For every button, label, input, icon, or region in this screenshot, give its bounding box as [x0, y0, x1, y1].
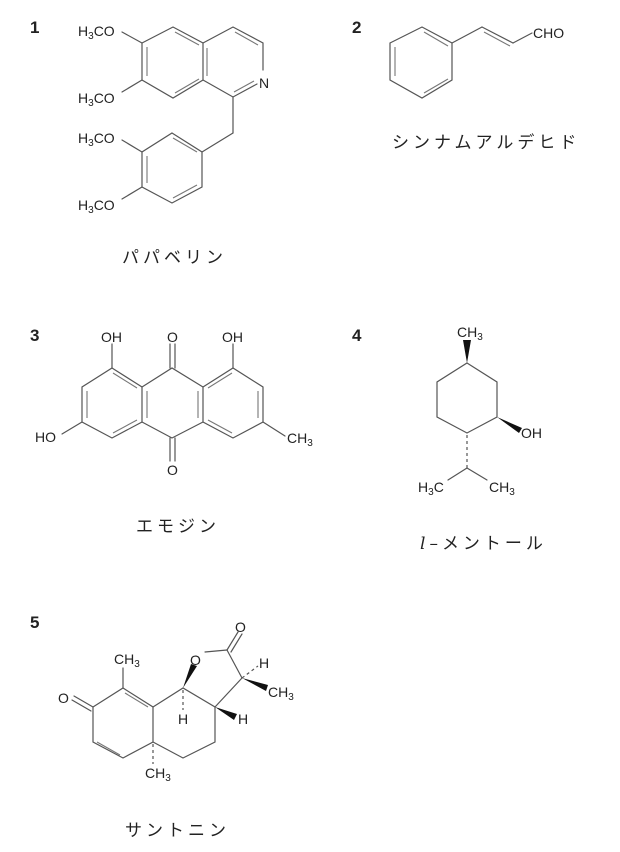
atom-H: H: [178, 711, 188, 727]
compound-5-santonin-structure: 5 O CH3 O O H CH3 H H CH: [30, 613, 294, 784]
compound-2-cinnamaldehyde-structure: 2 CHO: [352, 18, 564, 99]
group-methyl: CH3: [145, 765, 171, 784]
group-methoxy: H3CO: [78, 130, 115, 149]
compound-name-menthol: l–メントール: [420, 529, 547, 554]
atom-O-carbonyl: O: [167, 462, 178, 478]
group-hydroxyl: OH: [222, 329, 243, 345]
group-methoxy: H3CO: [78, 23, 115, 42]
compound-3-emodin-structure: 3 OH O OH HO CH3 O: [30, 326, 313, 478]
atom-O-carbonyl: O: [167, 329, 178, 345]
compound-4-menthol-structure: 4 CH3 OH H3C CH3: [352, 324, 542, 498]
compound-number-1: 1: [30, 18, 39, 37]
atom-N: N: [259, 75, 269, 91]
group-methyl: CH3: [287, 430, 313, 449]
compound-name-santonin: サントニン: [125, 821, 230, 841]
compound-number-3: 3: [30, 326, 39, 345]
group-methyl: CH3: [489, 479, 515, 498]
group-methyl: CH3: [457, 324, 483, 343]
menthol-name-rest: –メントール: [429, 534, 547, 554]
compound-number-4: 4: [352, 326, 362, 345]
group-hydroxyl: OH: [521, 425, 542, 441]
compound-name-cinnamaldehyde: シンナムアルデヒド: [392, 133, 581, 153]
group-methyl: CH3: [114, 651, 140, 670]
group-methoxy: H3CO: [78, 90, 115, 109]
compound-number-5: 5: [30, 613, 39, 632]
atom-H: H: [238, 711, 248, 727]
menthol-prefix: l: [420, 534, 430, 554]
group-hydroxyl: OH: [101, 329, 122, 345]
group-methyl: H3C: [418, 479, 444, 498]
atom-O-carbonyl: O: [235, 619, 246, 635]
compound-name-emodin: エモジン: [136, 517, 220, 537]
compound-name-papaverine: パパベリン: [122, 248, 227, 268]
group-methyl: CH3: [268, 684, 294, 703]
group-aldehyde: CHO: [533, 25, 564, 41]
group-methoxy: H3CO: [78, 197, 115, 216]
compound-number-2: 2: [352, 18, 361, 37]
atom-H: H: [259, 655, 269, 671]
atom-O-lactone: O: [190, 652, 201, 668]
atom-O-ketone: O: [58, 690, 69, 706]
group-hydroxyl: HO: [35, 429, 56, 445]
compound-1-papaverine-structure: 1 N H3CO H3CO H3CO H3CO: [30, 18, 269, 216]
